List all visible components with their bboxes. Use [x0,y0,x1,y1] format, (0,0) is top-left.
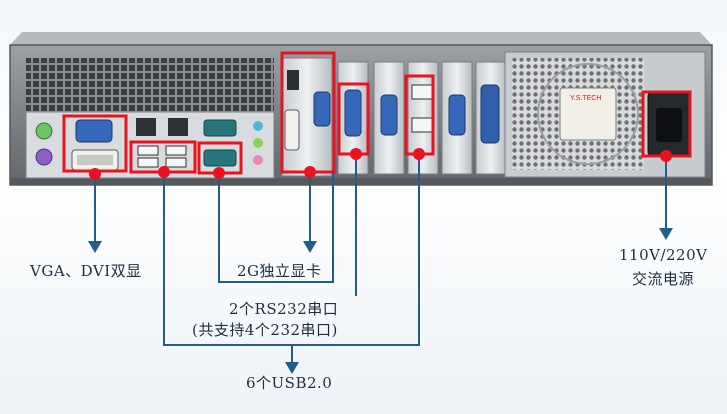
label-gpu: 2G独立显卡 [237,262,322,280]
arrow-heads [88,228,673,374]
label-rs232-line2: (共支持4个232串口) [192,321,338,339]
red-dots [89,148,672,180]
connector-lines [94,154,667,366]
label-power-line1: 110V/220V [619,246,708,264]
lan-ports [136,118,188,136]
onboard-vga-dvi [71,119,119,171]
label-rs232-line1: 2个RS232串口 [229,300,339,318]
psu-fan-brand: Y.S.TECH [570,95,601,102]
label-usb: 6个USB2.0 [246,374,333,392]
ps2-ports [35,122,53,166]
gpu-connectors [284,70,331,151]
label-vga-dvi: VGA、DVI双显 [30,262,142,280]
label-power-line2: 交流电源 [632,270,695,288]
slot-connectors [344,84,500,144]
com-ports [203,119,237,167]
audio-jacks [253,121,263,165]
power-supply [504,51,706,178]
usb-ports [137,145,187,168]
